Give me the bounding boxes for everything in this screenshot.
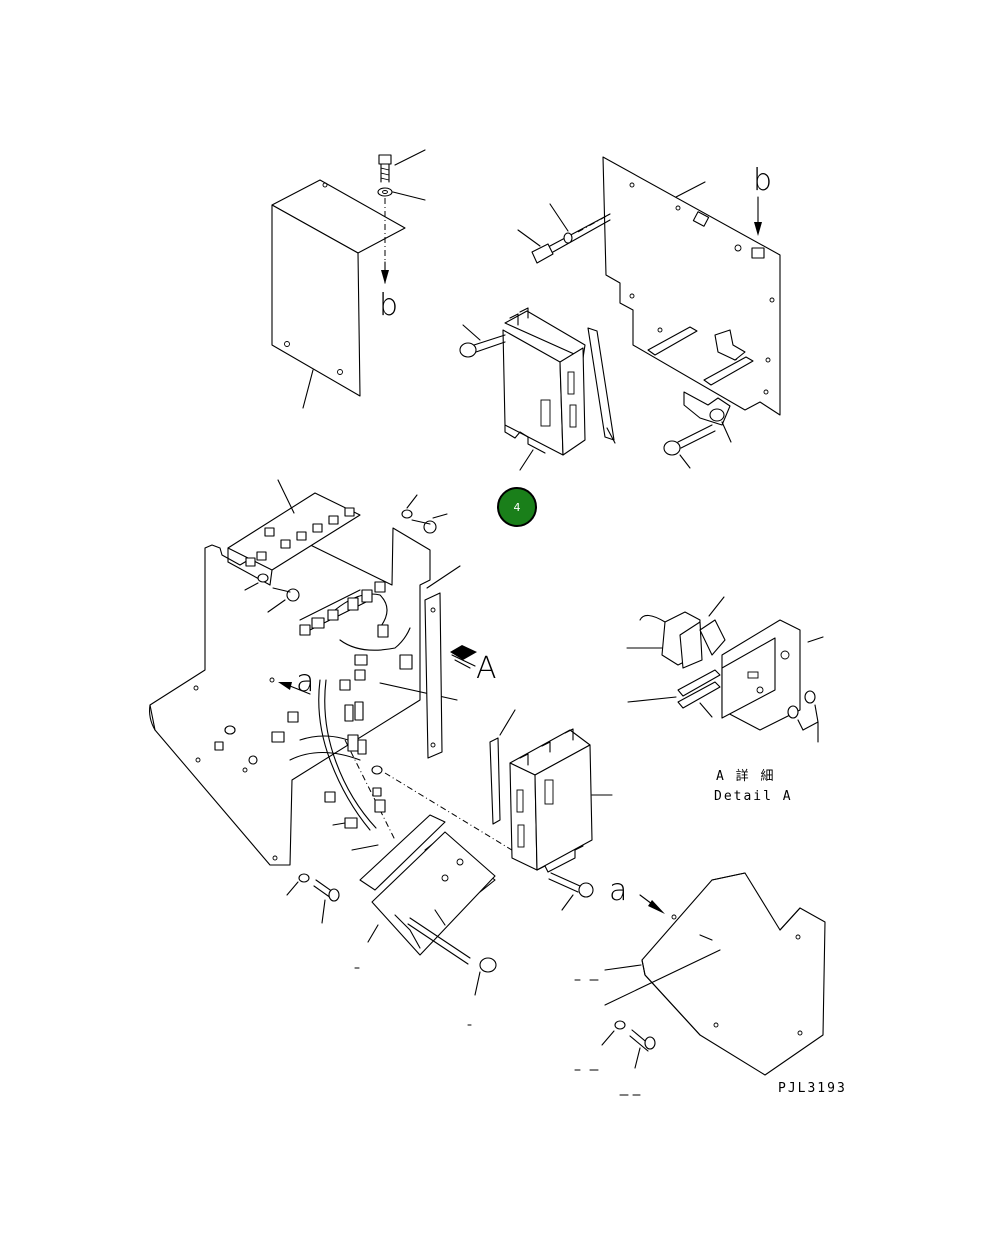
arrow-a-lower xyxy=(639,894,665,914)
relay-bar xyxy=(227,479,361,586)
page-marker[interactable]: 4 xyxy=(497,487,537,527)
main-panel xyxy=(149,527,461,866)
page-marker-number: 4 xyxy=(513,500,521,514)
upper-controller xyxy=(459,307,616,471)
leader-stubs xyxy=(354,967,641,1096)
detail-title-en: Detail A xyxy=(714,789,793,804)
label-b-arrow: b xyxy=(379,288,399,323)
cover-bolt xyxy=(377,149,426,284)
detail-A xyxy=(626,596,824,743)
label-b-top: b xyxy=(753,163,773,198)
lower-controller xyxy=(489,709,613,911)
lower-right-cover xyxy=(601,872,826,1076)
upper-cover xyxy=(271,179,406,409)
plate-bolt-upper xyxy=(517,203,611,264)
plate-bolt-lower xyxy=(663,424,716,469)
panel-bolts xyxy=(224,494,526,924)
mounting-rail xyxy=(359,814,497,996)
wiring-harness xyxy=(214,581,458,851)
b-arrow xyxy=(754,196,762,236)
upper-right-plate xyxy=(602,156,781,443)
side-bracket xyxy=(424,592,443,759)
arrow-a-main xyxy=(278,682,311,695)
label-a-main: a xyxy=(296,664,315,699)
arrow-A xyxy=(450,645,477,669)
label-a-lower: a xyxy=(609,873,628,908)
label-detail-ref: A xyxy=(476,651,497,686)
drawing-number: PJL3193 xyxy=(778,1081,847,1096)
detail-title-jp: A 詳 細 xyxy=(716,769,776,784)
